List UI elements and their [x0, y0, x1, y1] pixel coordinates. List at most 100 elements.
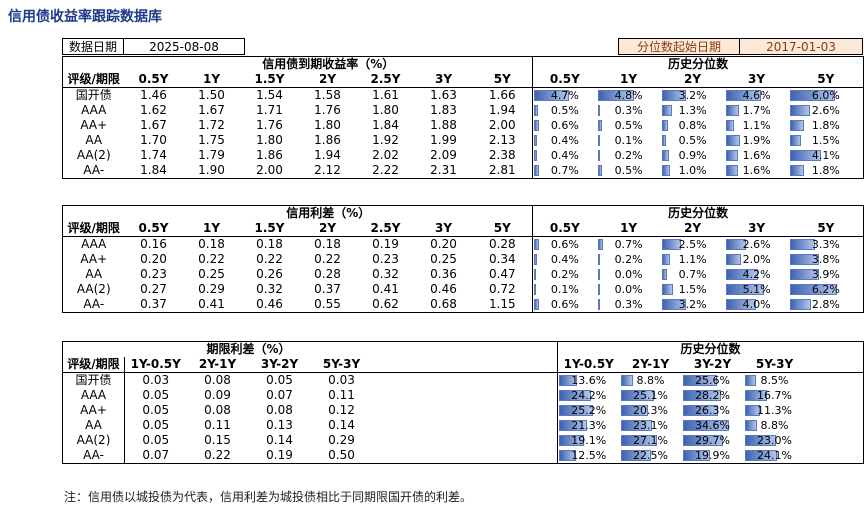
percentile-bar [682, 390, 721, 401]
percentile-cell: 2.0% [725, 252, 789, 267]
percentile-value: 4.1% [811, 149, 840, 162]
percentile-bar [661, 165, 670, 176]
value-cell: 0.32 [372, 267, 399, 281]
percentile-value: 0.3% [614, 298, 643, 311]
percentile-value: 1.7% [742, 104, 771, 117]
grade-label: 国开债 [62, 87, 125, 103]
percentile-value: 0.5% [614, 119, 643, 132]
percentile-value: 2.8% [811, 298, 840, 311]
value-cell: 0.11 [328, 388, 355, 402]
percentile-cell: 0.6% [533, 118, 597, 133]
data-date-label: 数据日期 [62, 38, 124, 55]
value-cell: 1.75 [198, 133, 225, 147]
value-cell: 1.94 [472, 103, 534, 118]
value-cell: 0.11 [204, 418, 231, 432]
value-cell: 1.79 [198, 148, 225, 162]
percentile-cell: 0.0% [597, 267, 661, 282]
percentile-bar [559, 450, 577, 461]
value-cell: 0.27 [140, 282, 167, 296]
table-cell [372, 418, 559, 433]
percentile-bar [682, 420, 729, 431]
percentile-value: 0.7% [614, 238, 643, 251]
percentile-cell: 19.1% [558, 433, 620, 448]
value-cell: 0.05 [142, 433, 170, 447]
term-col-header: 1Y-0.5Y [124, 357, 187, 373]
percentile-value: 25.6% [695, 374, 730, 387]
percentile-bar [620, 450, 651, 461]
percentile-value: 34.6% [695, 419, 730, 432]
table-cell [62, 341, 125, 357]
percentile-bar [597, 254, 600, 265]
value-cell: 0.22 [186, 448, 249, 464]
value-cell: 1.94 [314, 148, 341, 162]
percentile-bar [744, 420, 757, 431]
percentile-value: 0.5% [550, 104, 579, 117]
percentile-bar [534, 135, 538, 146]
percentile-value: 0.6% [550, 119, 579, 132]
percentile-bar [534, 165, 540, 176]
percentile-value: 19.1% [571, 434, 607, 447]
percentile-bar [789, 150, 821, 161]
value-cell: 1.99 [430, 133, 457, 147]
percentile-bar [597, 284, 600, 295]
value-cell: 1.61 [372, 88, 399, 102]
value-cell: 0.05 [266, 373, 293, 387]
percentile-value: 4.8% [614, 89, 643, 102]
percentile-bar [744, 390, 767, 401]
tenor-header: 1Y [182, 221, 241, 237]
value-cell: 0.12 [328, 403, 355, 417]
grade-label: AAA [62, 388, 125, 403]
value-cell: 0.41 [182, 297, 241, 313]
table-cell [805, 403, 864, 418]
percentile-bar [534, 120, 540, 131]
table-cell [372, 357, 559, 373]
percentile-bar [597, 105, 600, 116]
grade-header: 评级/期限 [62, 357, 125, 373]
percentile-bar [597, 239, 603, 250]
value-cell: 0.22 [314, 252, 341, 266]
percentile-value: 0.2% [614, 253, 643, 266]
percentile-value: 20.3% [633, 404, 668, 417]
history-title: 历史分位数 [532, 56, 864, 72]
percentile-cell: 1.6% [724, 163, 789, 179]
percentile-bar [661, 105, 672, 116]
grade-header: 评级/期限 [62, 72, 125, 88]
percentile-cell: 0.2% [597, 148, 661, 163]
percentile-cell: 1.1% [661, 252, 725, 267]
percentile-value: 4.6% [742, 89, 771, 102]
value-cell: 0.37 [314, 282, 341, 296]
value-cell: 0.22 [256, 252, 283, 266]
percentile-cell: 8.5% [744, 373, 806, 389]
percentile-bar [789, 239, 815, 250]
percentile-value: 1.8% [811, 164, 840, 177]
percentile-cell: 1.1% [725, 118, 789, 133]
tenor-header: 0.5Y [124, 221, 183, 237]
value-cell: 0.72 [472, 282, 534, 297]
percentile-bar [789, 90, 835, 101]
value-cell: 0.29 [328, 433, 355, 447]
percentile-cell: 0.1% [533, 282, 597, 297]
percentile-cell: 0.2% [597, 252, 661, 267]
pct-col-header: 2Y-1Y [619, 357, 682, 373]
percentile-value: 2.6% [811, 104, 840, 117]
pct-tenor-header: 2Y [660, 72, 725, 88]
percentile-cell: 0.6% [533, 237, 597, 253]
percentile-bar [661, 284, 673, 295]
percentile-value: 2.5% [678, 238, 707, 251]
value-cell: 2.38 [472, 148, 534, 163]
value-cell: 1.62 [140, 103, 167, 117]
pct-tenor-header: 5Y [788, 72, 864, 88]
pct-tenor-header: 1Y [596, 221, 661, 237]
percentile-cell: 23.1% [620, 418, 682, 433]
percentile-cell: 1.8% [788, 118, 864, 133]
percentile-cell: 3.2% [661, 88, 725, 104]
percentile-cell: 1.9% [725, 133, 789, 148]
percentile-cell: 1.6% [725, 148, 789, 163]
percentile-bar [534, 150, 538, 161]
percentile-cell: 0.4% [533, 133, 597, 148]
percentile-value: 8.5% [760, 374, 789, 387]
